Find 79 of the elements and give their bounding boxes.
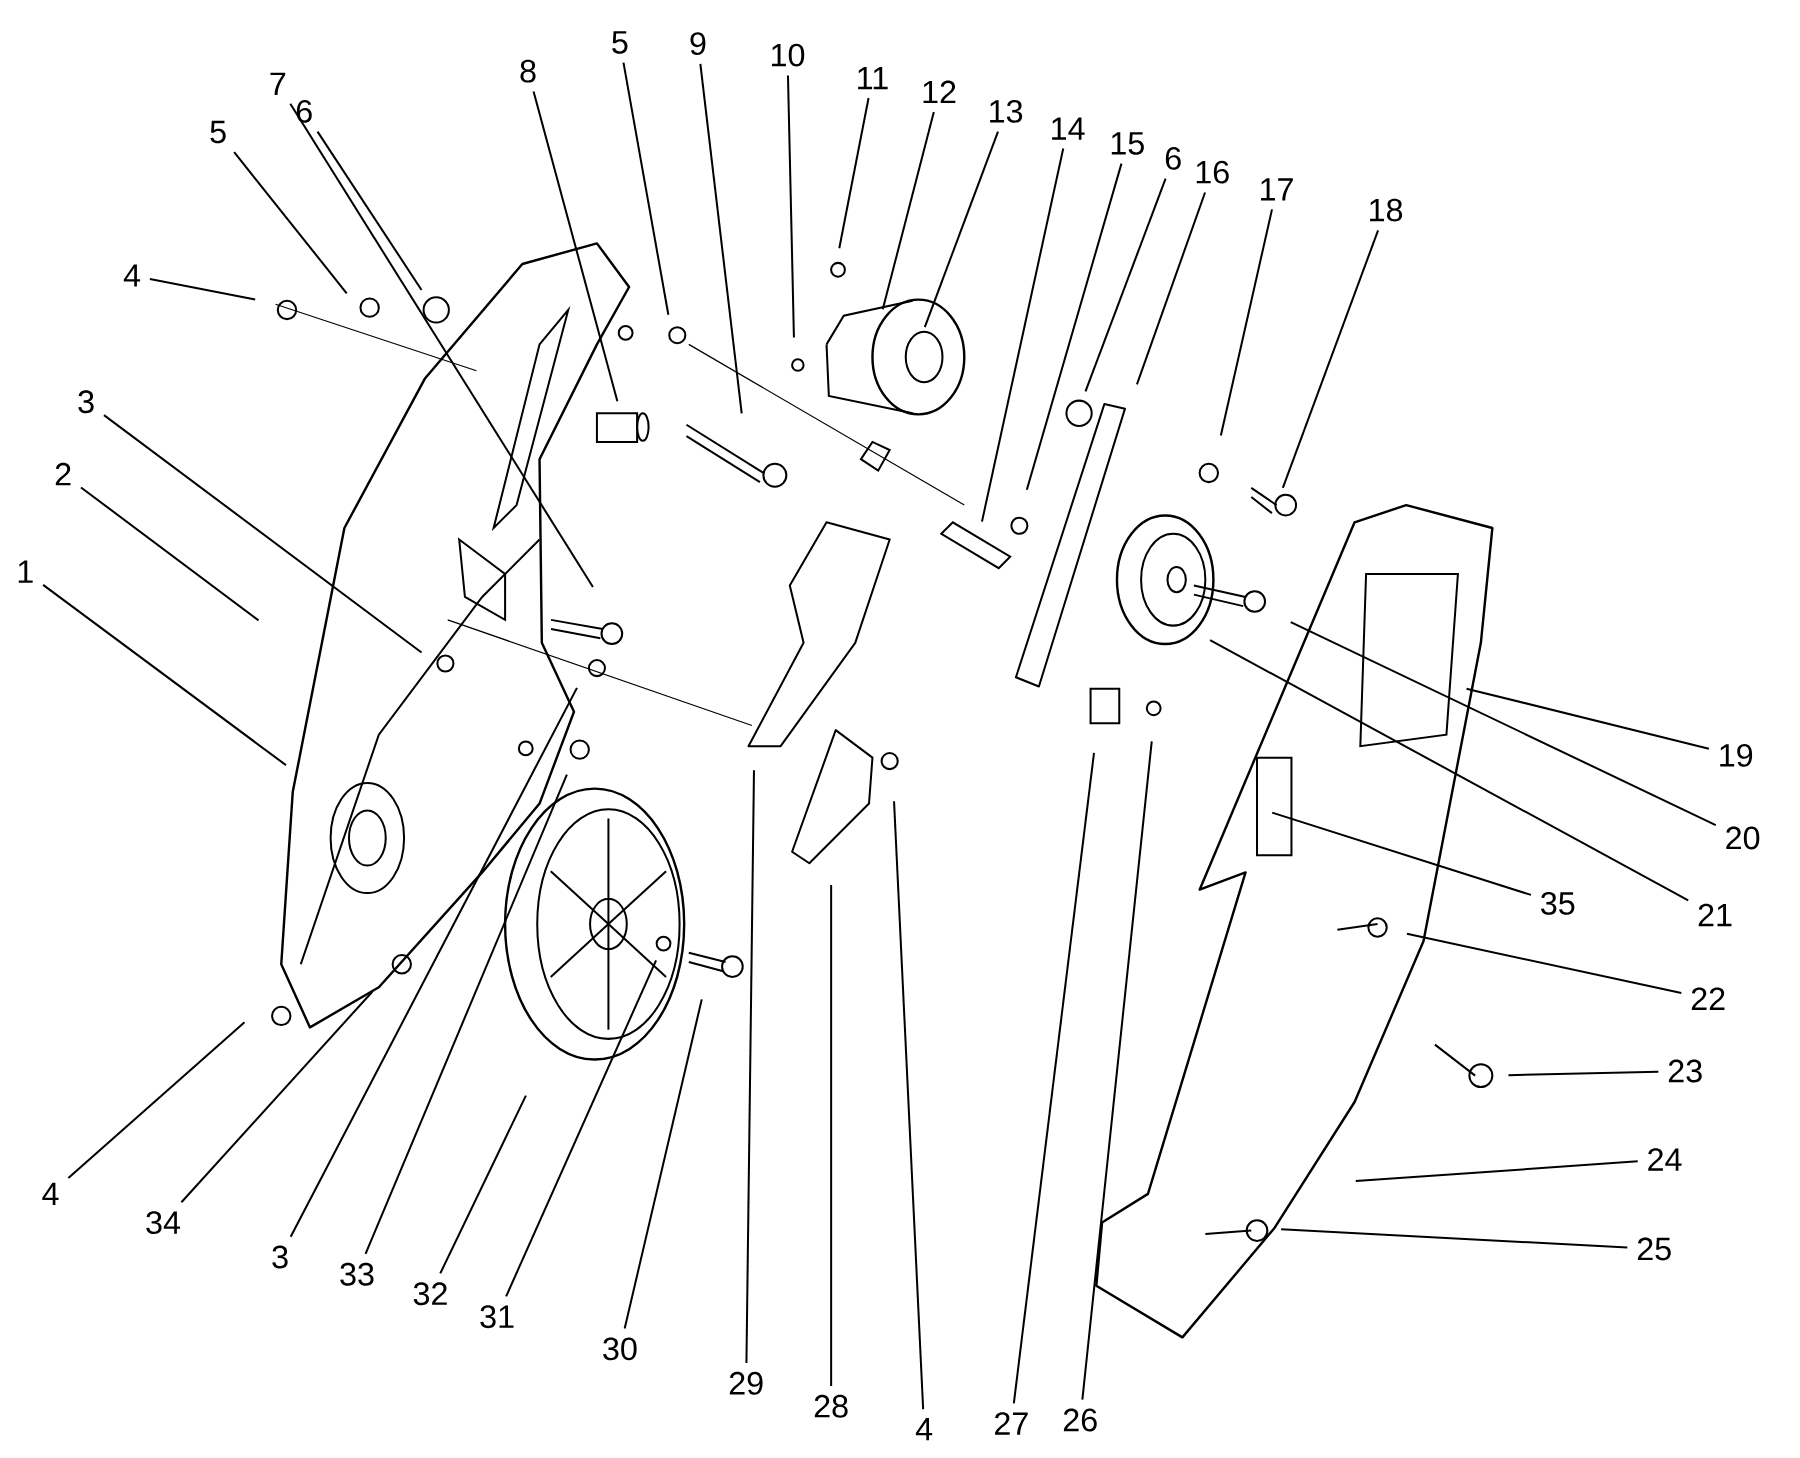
leader-line <box>505 960 657 1297</box>
leader-line <box>233 151 348 294</box>
callout-number: 1 <box>18 560 33 583</box>
leader-line <box>1136 192 1206 385</box>
leader-line <box>830 885 833 1386</box>
leader-line <box>923 131 999 328</box>
callout-number: 17 <box>1261 178 1293 201</box>
leader-line <box>1355 1160 1638 1183</box>
callout-number: 33 <box>340 1262 374 1286</box>
leader-line <box>149 278 256 301</box>
callout-number: 30 <box>603 1337 637 1361</box>
leader-line <box>1406 932 1682 994</box>
leader-line <box>1290 621 1717 827</box>
callout-number: 6 <box>1165 147 1181 170</box>
leader-line <box>289 103 594 588</box>
callout-number: 13 <box>990 100 1023 123</box>
leader-line <box>67 1021 246 1179</box>
callout-number: 32 <box>413 1282 447 1306</box>
callout-number: 23 <box>1668 1059 1702 1083</box>
callout-number: 29 <box>729 1371 763 1395</box>
leader-line <box>1012 752 1095 1404</box>
callout-number: 12 <box>923 80 956 104</box>
leader-line <box>1209 639 1689 902</box>
callout-number: 18 <box>1370 198 1403 222</box>
callout-number: 7 <box>270 72 286 95</box>
leader-line <box>42 584 287 766</box>
leader-line <box>364 774 568 1255</box>
leader-line <box>786 75 795 338</box>
callout-number: 26 <box>1063 1408 1097 1432</box>
leader-line <box>1025 163 1123 491</box>
leader-line <box>1271 811 1532 896</box>
leader-line <box>1084 178 1167 392</box>
callout-number: 10 <box>772 43 805 67</box>
leader-line <box>439 1095 527 1274</box>
leader-line <box>1466 687 1710 750</box>
leader-line <box>745 770 755 1364</box>
callout-number: 5 <box>612 31 628 54</box>
callout-number: 2 <box>55 462 71 486</box>
callout-number: 27 <box>995 1412 1028 1435</box>
leader-line <box>103 414 423 654</box>
callout-number: 14 <box>1052 117 1085 140</box>
callout-number: 8 <box>520 59 536 83</box>
callout-number: 20 <box>1726 826 1760 850</box>
leader-line <box>699 63 743 414</box>
leader-line <box>981 148 1065 522</box>
leader-line <box>532 91 619 402</box>
callout-number: 9 <box>690 32 706 56</box>
leader-line <box>622 62 670 315</box>
callout-number: 3 <box>78 390 94 414</box>
callout-number: 11 <box>858 67 888 90</box>
leader-line <box>316 131 423 291</box>
leader-line <box>838 97 870 249</box>
callout-number: 34 <box>146 1211 181 1235</box>
leader-line <box>1081 741 1153 1400</box>
callout-number: 24 <box>1648 1148 1682 1171</box>
leader-line <box>1281 230 1379 489</box>
callout-number: 4 <box>915 1418 933 1441</box>
callout-number: 22 <box>1691 987 1725 1011</box>
leader-line <box>1508 1070 1659 1077</box>
leader-line <box>289 687 578 1238</box>
callout-number: 4 <box>42 1182 59 1206</box>
callout-number: 31 <box>480 1305 514 1329</box>
leader-line <box>1281 1228 1628 1249</box>
callout-number: 3 <box>272 1245 288 1269</box>
callout-number: 15 <box>1111 132 1144 155</box>
callout-number: 4 <box>123 264 141 287</box>
leader-line <box>623 999 703 1329</box>
leader-line <box>80 486 260 622</box>
leader-line <box>1219 209 1273 436</box>
leader-line <box>881 111 935 310</box>
callout-number: 28 <box>814 1394 848 1418</box>
callout-number: 25 <box>1637 1237 1671 1261</box>
leader-line <box>893 801 925 1410</box>
callout-number: 19 <box>1720 744 1753 767</box>
callout-number: 5 <box>210 120 226 144</box>
leader-line <box>180 991 374 1203</box>
callout-number: 16 <box>1196 160 1229 184</box>
callout-number: 35 <box>1541 892 1575 915</box>
callout-number: 21 <box>1698 903 1732 927</box>
